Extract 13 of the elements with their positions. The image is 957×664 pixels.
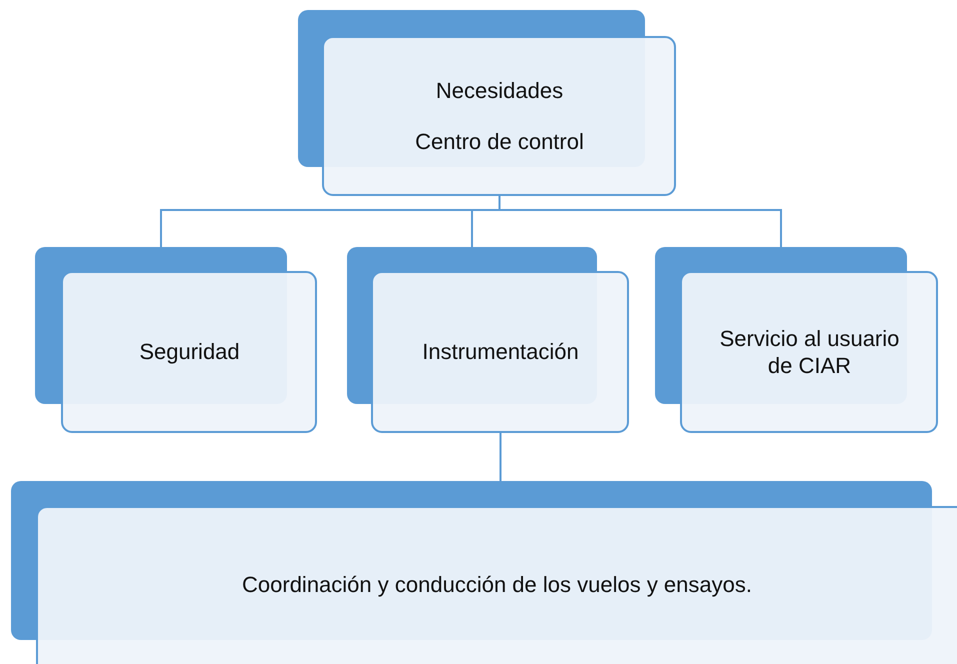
process-box (298, 10, 676, 196)
process-box (35, 247, 317, 433)
process-box (347, 247, 629, 433)
box-text: Servicio al usuario de CIAR (718, 326, 900, 379)
box-text: Instrumentación (422, 339, 579, 366)
process-box (11, 481, 957, 664)
connector-line (498, 196, 782, 247)
box-text: Coordinación y conducción de los vuelos y ensayos. (242, 572, 752, 599)
connector-line (500, 433, 502, 481)
process-box (655, 247, 938, 433)
box-text: Seguridad (139, 339, 240, 366)
box-text: Centro de control (415, 128, 584, 155)
box-text: Necesidades (436, 78, 564, 104)
